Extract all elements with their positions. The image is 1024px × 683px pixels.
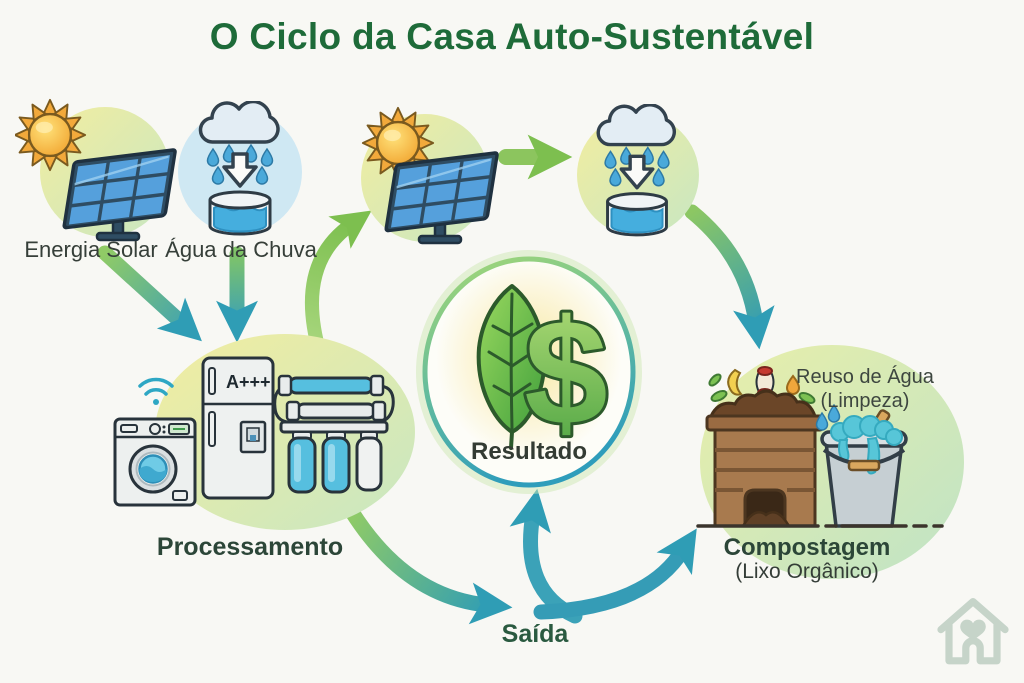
leaf-icon <box>476 284 547 450</box>
solar-cycle-node <box>361 106 500 245</box>
agua-chuva-node <box>178 95 302 250</box>
house-heart-icon <box>937 598 1009 665</box>
organic-scraps <box>708 366 816 416</box>
compostagem-node <box>696 345 964 579</box>
processamento-label: Processamento <box>156 533 344 561</box>
compost-bin-icon <box>705 366 825 528</box>
energia-solar-node <box>15 98 178 242</box>
arrow-energia-to-processamento <box>97 245 202 342</box>
heart-shape <box>960 619 986 642</box>
solar-panel-icon <box>384 150 500 245</box>
ring-glow <box>416 250 642 494</box>
solar-panel-icon <box>62 147 178 242</box>
resultado-label: Resultado <box>470 438 587 465</box>
arrow-processamento-to-saida <box>344 504 513 625</box>
arrow-chuva-to-compostagem <box>684 204 775 350</box>
compostagem-label: Compostagem <box>723 534 891 561</box>
arrow-processamento-to-solar <box>304 210 372 361</box>
page-title: O Ciclo da Casa Auto-Sustentável <box>209 16 815 57</box>
saida-label: Saída <box>501 620 569 648</box>
arrow-saida-to-resultado <box>509 488 583 624</box>
water-filter-icon <box>273 374 395 494</box>
agua-chuva-label: Água da Chuva <box>165 237 317 262</box>
soapy-water <box>830 415 903 475</box>
energia-solar-label: Energia Solar <box>24 237 158 262</box>
reuso-agua-note-line2: (Limpeza) <box>820 390 910 412</box>
resultado-node: $ <box>416 250 642 494</box>
arrow-saida-to-compostagem <box>533 528 697 620</box>
dollar-icon: $ <box>524 288 607 456</box>
compostagem-sublabel: (Lixo Orgânico) <box>735 560 879 583</box>
reuso-agua-note-line1: Reuso de Água <box>796 366 934 388</box>
wifi-icon <box>138 377 174 405</box>
refrigerator-icon: A+++ <box>201 356 275 500</box>
fridge-energy-rating: A+++ <box>226 372 271 392</box>
processamento-node: A+++ <box>113 334 415 530</box>
washing-machine-icon <box>113 417 197 507</box>
rain-cycle-node <box>577 100 699 250</box>
